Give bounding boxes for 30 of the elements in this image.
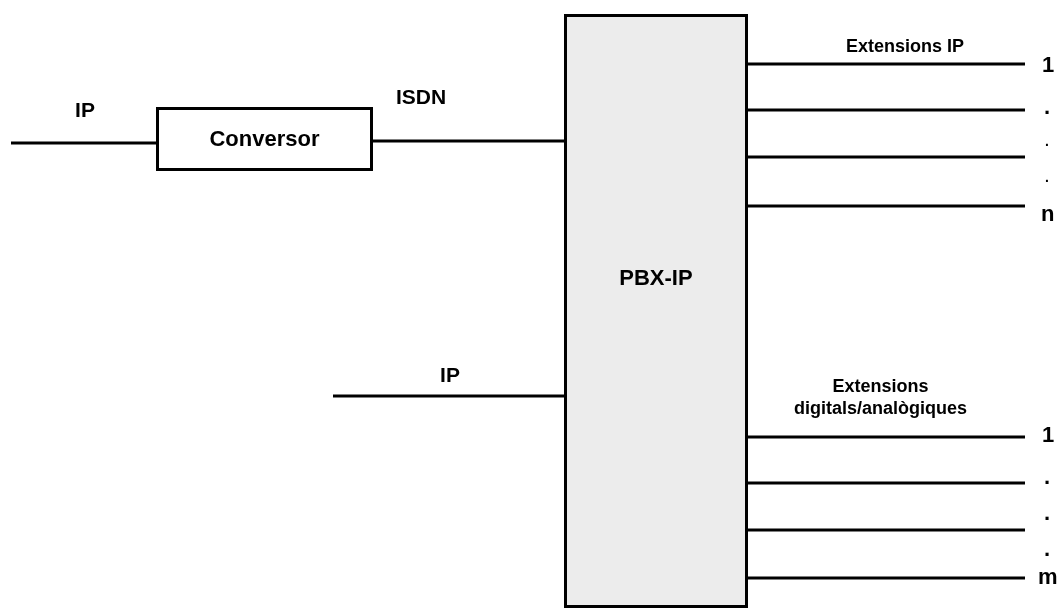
connector-line [748, 528, 1025, 532]
line-index: 1 [1042, 54, 1055, 76]
box-label: Conversor [209, 126, 320, 152]
connector-line [748, 435, 1025, 439]
connector-line [748, 481, 1025, 485]
edge-label: Extensions digitals/analògiques [793, 376, 968, 420]
edge-label: Extensions IP [844, 36, 965, 58]
process-box [156, 107, 373, 171]
line-index: . [1044, 96, 1051, 118]
connector-line [748, 204, 1025, 208]
line-index: . [1045, 134, 1049, 148]
block-label: PBX-IP [619, 265, 693, 291]
line-index: . [1044, 538, 1051, 560]
connector-line [748, 155, 1025, 159]
connector-line [748, 576, 1025, 580]
connector-line [11, 141, 156, 145]
edge-label: IP [74, 97, 96, 123]
connector-line [748, 62, 1025, 66]
line-index: . [1044, 502, 1051, 524]
connector-line [373, 139, 564, 143]
connector-line [333, 394, 564, 398]
line-index: . [1045, 170, 1049, 184]
connector-line [748, 108, 1025, 112]
edge-label: ISDN [394, 84, 448, 110]
line-index: 1 [1042, 424, 1055, 446]
pbx-block [564, 14, 748, 608]
line-index: . [1044, 466, 1051, 488]
edge-label: IP [439, 362, 461, 388]
line-index: m [1038, 566, 1058, 588]
line-index: n [1041, 203, 1055, 225]
